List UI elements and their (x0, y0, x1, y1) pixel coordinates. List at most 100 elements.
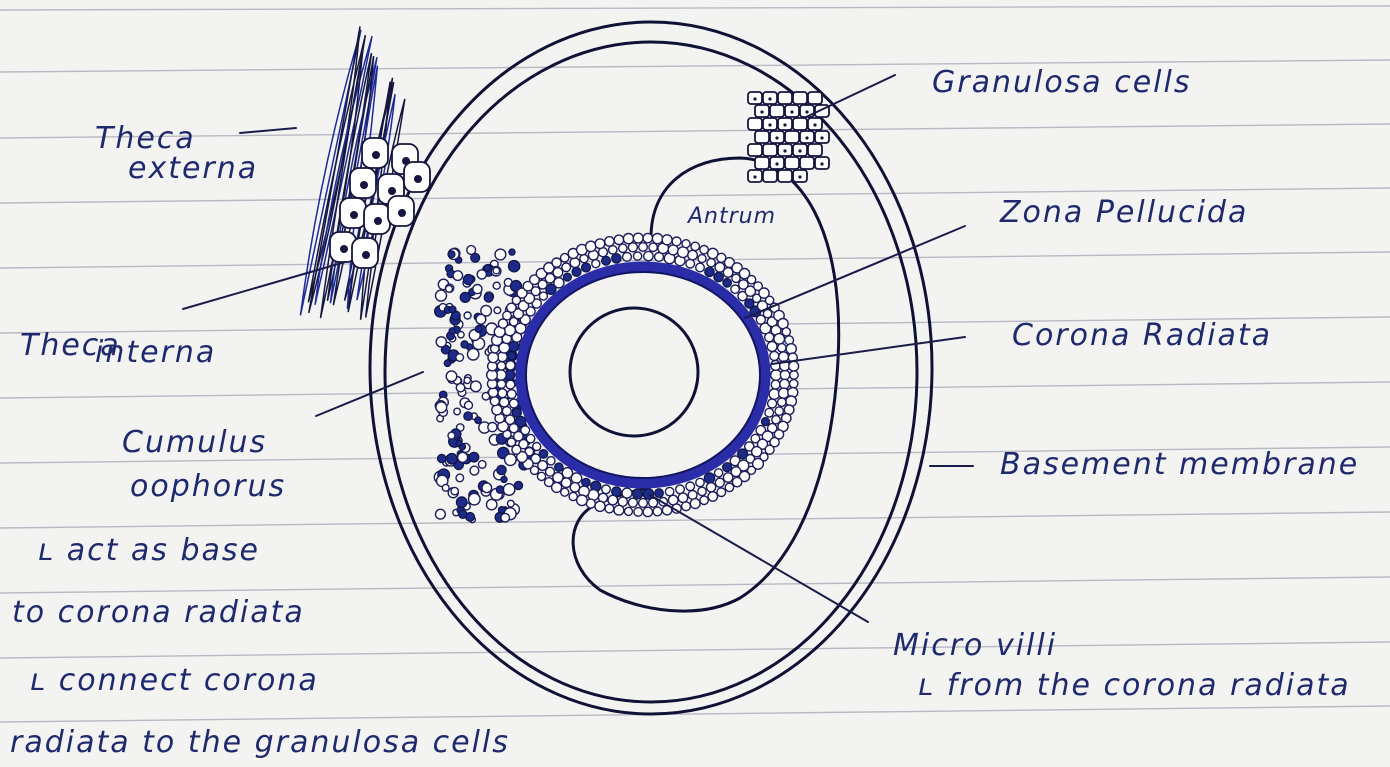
cumulus-cell (442, 484, 449, 491)
corona-radiata-cell (731, 285, 739, 293)
cumulus-cell (494, 307, 501, 314)
granulosa-cell (785, 131, 799, 143)
corona-radiata-cell (582, 263, 591, 272)
corona-radiata-cell (508, 352, 516, 360)
cumulus-cell (476, 314, 486, 324)
corona-radiata-cell (790, 380, 798, 388)
corona-radiata-cell (609, 246, 617, 254)
cumulus-cell (436, 290, 447, 301)
corona-radiata-cell (696, 263, 705, 272)
corona-radiata-cell (570, 483, 579, 492)
cumulus-cell (493, 267, 500, 274)
granulosa-cell (763, 144, 777, 156)
cumulus-cell (454, 408, 461, 415)
label-theca-interna-2: interna (95, 335, 216, 370)
corona-radiata-cell (653, 507, 662, 516)
cumulus-cell (471, 381, 482, 392)
granulosa-cell-cluster (748, 92, 829, 182)
corona-radiata-cell (698, 487, 706, 495)
cumulus-cell (448, 251, 455, 258)
theca-interna-nucleus (398, 209, 406, 217)
corona-radiata-cell (623, 253, 632, 262)
corona-radiata-cell (770, 351, 779, 360)
note-cumulus-2: to corona radiata (12, 595, 305, 630)
note-cumulus-1: ʟ act as base (38, 533, 260, 568)
corona-radiata-cell (691, 242, 699, 250)
corona-radiata-cell (506, 380, 515, 389)
granulosa-cell-nucleus (790, 110, 793, 113)
corona-radiata-cell (619, 244, 627, 252)
granulosa-cell-nucleus (783, 149, 786, 152)
corona-radiata-cell (605, 504, 614, 513)
corona-radiata-cell (586, 241, 596, 251)
cumulus-cell (478, 461, 486, 469)
cumulus-cell (451, 487, 458, 494)
cumulus-cell (463, 275, 473, 285)
granulosa-cell (793, 92, 807, 104)
corona-radiata-cell (547, 457, 555, 465)
corona-radiata-cell (732, 274, 740, 282)
cumulus-cell (456, 384, 464, 392)
cumulus-cell (503, 484, 515, 496)
granulosa-cell (755, 131, 769, 143)
corona-radiata-cell (686, 482, 695, 491)
corona-radiata-cell (698, 255, 706, 263)
cumulus-cell (458, 332, 464, 338)
corona-radiata-cell (778, 344, 786, 352)
granulosa-cell (778, 170, 792, 182)
cumulus-cell (475, 417, 482, 424)
corona-radiata-cell (555, 463, 563, 471)
cumulus-cell (493, 282, 500, 289)
label-micro-villi: Micro villi (893, 628, 1057, 663)
cumulus-cell (438, 454, 446, 462)
corona-radiata-cell (533, 443, 541, 451)
cumulus-cell (471, 253, 480, 262)
corona-radiata-cell (782, 328, 790, 336)
corona-radiata-cell (768, 399, 777, 408)
granulosa-cell-nucleus (820, 162, 823, 165)
corona-radiata-cell (608, 495, 618, 505)
corona-radiata-cell (506, 361, 515, 370)
corona-radiata-cell (507, 390, 516, 399)
corona-radiata-cell (634, 508, 643, 517)
corona-radiata-cell (707, 483, 716, 492)
corona-radiata-cell (705, 267, 714, 276)
corona-radiata-cell (563, 273, 571, 281)
cumulus-cell (464, 377, 470, 383)
corona-radiata-cell (569, 492, 577, 500)
corona-radiata-cell (554, 278, 564, 288)
granulosa-cell (763, 170, 777, 182)
cumulus-cell (498, 507, 505, 514)
cumulus-cell (508, 261, 519, 272)
granulosa-cell (770, 105, 784, 117)
cumulus-cell (487, 499, 497, 509)
corona-radiata-cell (723, 463, 732, 472)
corona-radiata-cell (690, 499, 700, 509)
cumulus-cell (469, 452, 479, 462)
label-zona-pellucida: Zona Pellucida (999, 195, 1248, 230)
corona-radiata-cell (761, 418, 769, 426)
granulosa-cell-nucleus (805, 110, 808, 113)
granulosa-cell (800, 157, 814, 169)
corona-radiata-cell (507, 438, 515, 446)
corona-radiata-cell (686, 259, 695, 268)
corona-radiata-cell (502, 407, 511, 416)
granulosa-cell-nucleus (753, 175, 756, 178)
cumulus-cell (497, 465, 506, 474)
corona-radiata-cell (655, 489, 664, 498)
cumulus-cell (449, 306, 456, 313)
corona-radiata-cell (595, 239, 605, 249)
corona-radiata-cell (605, 237, 614, 246)
corona-radiata-cell (717, 488, 726, 497)
corona-radiata-cell (545, 478, 554, 487)
cumulus-cell (514, 481, 522, 489)
theca-interna-nucleus (350, 211, 358, 219)
note-cumulus-4: radiata to the granulosa cells (10, 725, 510, 760)
corona-radiata-cell (572, 267, 581, 276)
granulosa-cell-nucleus (783, 123, 786, 126)
granulosa-cell (808, 144, 822, 156)
corona-radiata-cell (676, 485, 685, 494)
label-basement-membrane: Basement membrane (1000, 447, 1359, 482)
granulosa-cell (778, 92, 792, 104)
corona-radiata-cell (497, 380, 505, 388)
